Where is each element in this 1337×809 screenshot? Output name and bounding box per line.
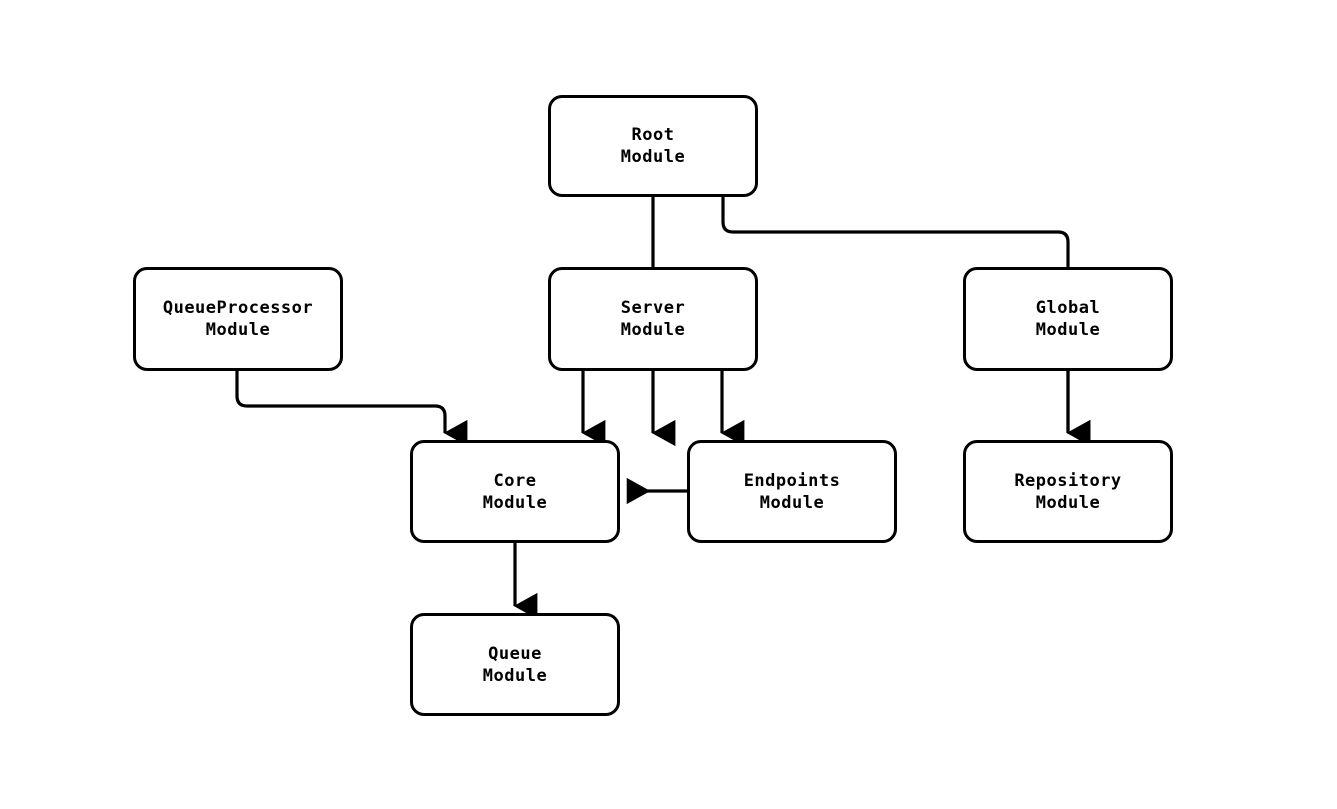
node-core-module-name: Core <box>493 470 537 491</box>
edge-queueprocessor-to-core <box>235 371 468 447</box>
node-core-module-suffix: Module <box>482 492 548 513</box>
node-queueprocessor-module[interactable]: QueueProcessor Module <box>133 267 343 371</box>
node-server-module-suffix: Module <box>620 320 686 340</box>
node-root-module[interactable]: Root Module <box>548 95 758 197</box>
node-queueprocessor-module-name: QueueProcessor <box>162 298 314 318</box>
node-endpoints-module-name: Endpoints <box>743 470 841 491</box>
node-queueprocessor-module-suffix: Module <box>205 320 271 340</box>
node-repository-module[interactable]: Repository Module <box>963 440 1173 543</box>
node-global-module-suffix: Module <box>1035 320 1101 340</box>
node-repository-module-name: Repository <box>1014 470 1122 491</box>
node-endpoints-module-suffix: Module <box>759 492 825 513</box>
node-repository-module-suffix: Module <box>1035 492 1101 513</box>
node-core-module[interactable]: Core Module <box>410 440 620 543</box>
node-root-module-suffix: Module <box>620 147 686 167</box>
edge-root-to-global <box>721 197 1091 447</box>
node-global-module-name: Global <box>1035 298 1101 318</box>
node-server-module-name: Server <box>620 298 686 318</box>
node-server-module[interactable]: Server Module <box>548 267 758 371</box>
node-root-module-name: Root <box>631 125 675 145</box>
node-endpoints-module[interactable]: Endpoints Module <box>687 440 897 543</box>
node-queue-module[interactable]: Queue Module <box>410 613 620 716</box>
node-queue-module-name: Queue <box>488 643 542 664</box>
node-global-module[interactable]: Global Module <box>963 267 1173 371</box>
node-queue-module-suffix: Module <box>482 665 548 686</box>
